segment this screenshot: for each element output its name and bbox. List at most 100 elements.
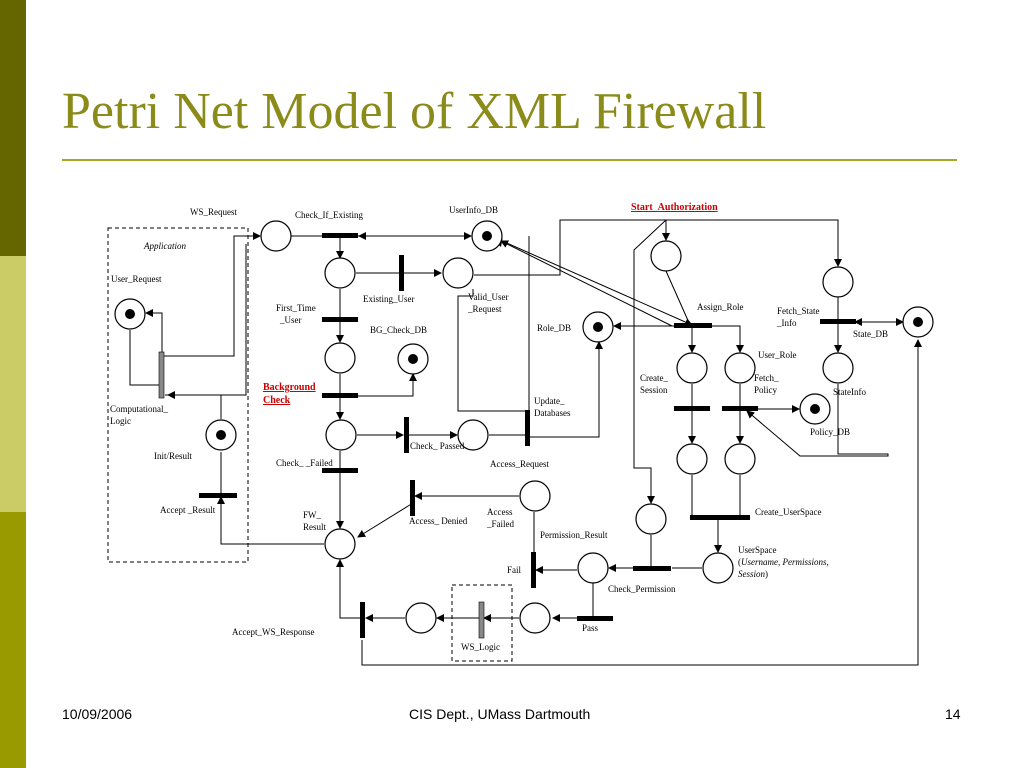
label-userspace-paren-open: ( xyxy=(738,557,741,567)
transition-existing-user xyxy=(399,255,404,291)
transition-check-failed xyxy=(322,468,358,473)
arc-fw-to-acceptresult xyxy=(217,496,324,545)
label-access-failed-1: Access xyxy=(487,507,513,517)
label-check-if-existing: Check_If_Existing xyxy=(295,210,363,220)
label-fetch-state-2: _Info xyxy=(776,318,797,328)
label-userspace-comma-1: , xyxy=(778,557,783,567)
transition-fetch-policy xyxy=(722,406,758,411)
token-policy-db xyxy=(810,404,820,414)
arc-acceptws-to-statedb xyxy=(361,339,922,666)
place-ws-response xyxy=(405,602,437,634)
arcs xyxy=(129,219,922,666)
label-userspace-session: Session xyxy=(738,569,766,579)
transition-background-check xyxy=(322,393,358,398)
label-access-denied: Access_ Denied xyxy=(409,516,468,526)
transitions xyxy=(199,233,856,638)
arc-acceptws-to-fw xyxy=(336,559,362,619)
transition-fetch-state-info xyxy=(820,319,856,324)
place-pass xyxy=(519,602,551,634)
arc-wsrequest-to-app xyxy=(165,244,247,396)
place-check-outcome xyxy=(325,419,357,451)
token-userinfo xyxy=(482,231,492,241)
place-check-result xyxy=(324,257,356,289)
label-create-userspace: Create_UserSpace xyxy=(755,507,821,517)
place-session-check xyxy=(635,503,667,535)
label-existing-user: Existing_User xyxy=(363,294,415,304)
sidebar-segment-middle xyxy=(0,256,26,512)
transition-assign-role xyxy=(674,323,712,328)
arc-init-to-complogic xyxy=(167,391,222,419)
transition-computational-logic xyxy=(158,351,165,399)
footer-page-number: 14 xyxy=(945,706,961,722)
label-user-request: User_Request xyxy=(111,274,162,284)
place-userspace xyxy=(702,552,734,584)
footer-center: CIS Dept., UMass Dartmouth xyxy=(409,706,591,722)
arc-valid-to-update xyxy=(457,289,528,412)
petri-net-diagram: WS_Request Check_If_Existing UserInfo_DB… xyxy=(107,202,934,666)
transition-pass xyxy=(577,616,613,621)
label-userspace-permissions: Permissions xyxy=(782,557,828,567)
place-stateinfo xyxy=(822,352,854,384)
label-access-request: Access_Request xyxy=(490,459,549,469)
label-background-2: Check xyxy=(263,395,291,406)
label-fetch-state-1: Fetch_State xyxy=(777,306,820,316)
label-ws-request: WS_Request xyxy=(190,207,237,217)
place-fetch-state-input xyxy=(822,266,854,298)
label-user-role: User_Role xyxy=(758,350,797,360)
label-update-db-1: Update_ xyxy=(534,396,565,406)
arc-complogic-to-userreq xyxy=(145,309,163,352)
arc-startauth-to-stateinfo xyxy=(666,219,842,267)
arc-stateinfo-to-fetchpolicy xyxy=(746,384,889,457)
label-create-session-2: Session xyxy=(640,385,668,395)
label-fetch-policy-2: Policy xyxy=(754,385,778,395)
token-state-db xyxy=(913,317,923,327)
place-policy xyxy=(724,443,756,475)
label-valid-user-1: Valid_User xyxy=(468,292,509,302)
place-ws-request xyxy=(260,220,292,252)
title-underline xyxy=(62,159,957,161)
ws-logic-box xyxy=(451,584,513,662)
label-fail: Fail xyxy=(507,565,522,575)
transition-create-session xyxy=(674,406,710,411)
label-stateinfo: StateInfo xyxy=(833,387,866,397)
label-update-db-2: Databases xyxy=(534,408,571,418)
label-bg-check-db: BG_Check_DB xyxy=(370,325,427,335)
transition-update-databases xyxy=(525,410,530,446)
label-accept-ws-response: Accept_WS_Response xyxy=(232,627,314,637)
place-check-passed xyxy=(457,419,489,451)
arc-startauth-to-session xyxy=(633,219,667,504)
label-userinfo-db: UserInfo_DB xyxy=(449,205,498,215)
label-userspace-comma-2: , xyxy=(827,557,829,567)
label-userspace-username: Username xyxy=(741,557,778,567)
label-first-time-2: _User xyxy=(279,315,302,325)
label-accept-result: Accept _Result xyxy=(160,505,216,515)
place-access-failed xyxy=(519,480,551,512)
arc-userreq-to-complogic xyxy=(129,330,160,386)
label-role-db: Role_DB xyxy=(537,323,571,333)
label-permission-result: Permission_Result xyxy=(540,530,608,540)
label-application: Application xyxy=(143,241,186,251)
arc-bgdb-to-bgcheck xyxy=(358,375,414,397)
label-background-1: Background xyxy=(263,382,316,393)
label-userspace-2: (Username, Permissions, xyxy=(738,557,829,567)
arc-assign-to-userinfo xyxy=(500,240,673,327)
slide-title: Petri Net Model of XML Firewall xyxy=(62,83,767,140)
transition-access-denied xyxy=(410,480,415,516)
label-first-time-1: First_Time xyxy=(276,303,316,313)
label-state-db: State_DB xyxy=(853,329,888,339)
label-computational-2: Logic xyxy=(110,416,131,426)
label-userspace-3: Session) xyxy=(738,569,768,579)
tokens xyxy=(125,231,923,440)
arc-valid-to-startauth xyxy=(474,219,660,276)
sidebar-segment-bottom xyxy=(0,512,26,768)
arc-userinfo-to-assign xyxy=(499,239,693,326)
arc-passign-to-assign xyxy=(665,270,691,326)
label-fetch-policy-1: Fetch_ xyxy=(754,373,779,383)
transition-accept-ws-response xyxy=(360,602,365,638)
footer-date: 10/09/2006 xyxy=(62,706,133,722)
label-userspace-paren-close: ) xyxy=(765,569,768,579)
token-role-db xyxy=(593,322,603,332)
sidebar-decoration xyxy=(0,0,26,768)
arc-assign-to-userrole xyxy=(700,325,744,353)
label-create-session-1: Create_ xyxy=(640,373,668,383)
